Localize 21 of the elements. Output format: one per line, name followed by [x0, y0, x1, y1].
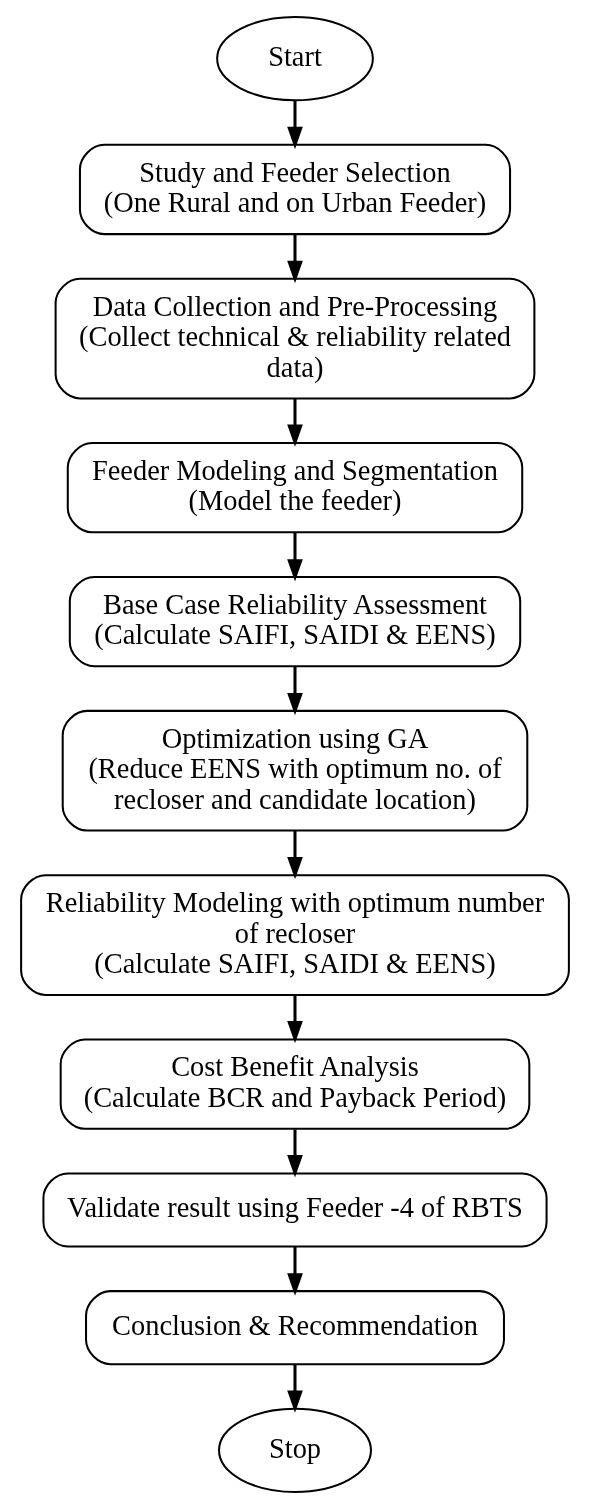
node-ellipse: Start — [216, 16, 374, 102]
arrow — [287, 830, 303, 880]
arrow — [287, 666, 303, 716]
node-box: Base Case Reliability Assessment (Calculate SAIFI, SAIDI & EENS) — [68, 575, 522, 668]
node-box: Cost Benefit Analysis (Calculate BCR and Payback Period) — [59, 1038, 531, 1130]
node-box: Validate result using Feeder -4 of RBTS — [42, 1172, 548, 1248]
arrow — [287, 995, 303, 1044]
arrow — [287, 533, 303, 582]
arrow — [287, 100, 303, 150]
node-box: Optimization using GA (Reduce EENS with optimum no. of recloser and candidate location) — [61, 709, 529, 832]
arrow — [287, 1246, 303, 1296]
node-box: Conclusion & Recommendation — [85, 1290, 505, 1366]
arrow — [287, 234, 303, 284]
arrow — [287, 1364, 303, 1413]
node-ellipse: Stop — [218, 1407, 372, 1493]
node-box: Study and Feeder Selection (One Rural and on Urban Feeder) — [78, 143, 512, 236]
node-box: Feeder Modeling and Segmentation (Model the feeder) — [66, 442, 524, 534]
arrow — [287, 1129, 303, 1178]
arrow — [287, 398, 303, 447]
node-box: Data Collection and Pre-Processing (Collect technical & reliability related data) — [54, 277, 536, 400]
node-box: Reliability Modeling with optimum number of recloser (Calculate SAIFI, SAIDI & EENS) — [20, 874, 570, 996]
